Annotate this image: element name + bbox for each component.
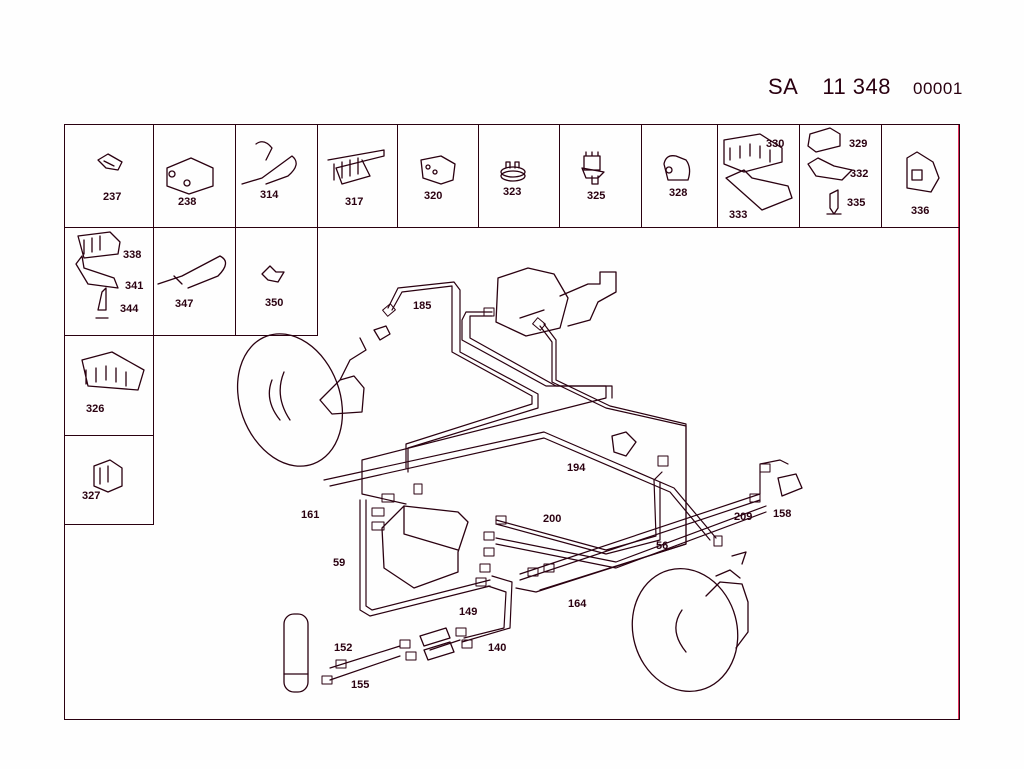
diagram-frame [64,124,960,720]
callout-149: 149 [459,606,478,618]
part-cell-350[interactable] [236,228,318,336]
part-cell-328[interactable] [642,125,718,228]
part-cell-323[interactable] [479,125,560,228]
part-cell-325[interactable] [560,125,642,228]
drawing-number: SA 11 348 00001 [768,74,963,100]
fluid-reservoir-icon [283,613,309,693]
part-label-325: 325 [587,190,606,202]
part-cell-338[interactable] [65,228,154,336]
part-label-344: 344 [120,303,139,315]
multi-line-clip-icon [327,149,385,185]
drawing-id: 11 348 [822,74,892,99]
part-label-335: 335 [847,197,866,209]
line-fittings [321,303,771,685]
part-cell-336[interactable] [882,125,959,228]
part-label-347: 347 [175,298,194,310]
rear-right-brake-disc-icon [631,567,749,693]
part-cell-326[interactable] [65,336,154,436]
twin-clip-icon [663,155,691,181]
callout-164: 164 [568,598,587,610]
callout-56: 56 [656,540,669,552]
callout-200: 200 [543,513,562,525]
small-line-holder-icon [93,459,123,493]
inline-filter-icon [419,627,455,661]
part-label-237: 237 [103,191,122,203]
part-cell-327[interactable] [65,436,154,525]
callout-161: 161 [301,509,320,521]
part-label-329: 329 [849,138,868,150]
spring-clip-icon [261,265,285,283]
brake-lines [323,281,789,681]
part-label-327: 327 [82,490,101,502]
five-line-holder-icon [81,351,145,391]
rubber-block-icon [420,155,456,185]
callout-152: 152 [334,642,353,654]
callout-194: 194 [567,462,586,474]
part-label-317: 317 [345,196,364,208]
callout-140: 140 [488,642,507,654]
callout-209: 209 [734,511,753,523]
part-cell-329[interactable] [800,125,882,228]
callout-158: 158 [773,508,792,520]
double-bushing-icon [166,157,214,195]
part-label-333: 333 [729,209,748,221]
line-holder-icon [723,133,793,211]
drawing-prefix: SA [768,74,799,99]
part-label-350: 350 [265,297,284,309]
snap-clip-icon [906,151,940,193]
clip-bracket-screw-icon [807,127,853,215]
part-cell-238[interactable] [154,125,236,228]
cable-tie-clip-icon [241,141,297,185]
part-label-328: 328 [669,187,688,199]
part-label-332: 332 [850,168,869,180]
callout-185: 185 [413,300,432,312]
push-in-clip-icon [581,151,605,185]
sensor-icon [611,431,637,457]
part-cell-330[interactable] [718,125,800,228]
hydraulic-unit-icon [381,505,469,589]
part-cell-347[interactable] [154,228,236,336]
holder-bracket-screw-icon [75,231,121,319]
part-label-326: 326 [86,403,105,415]
grommet-icon [500,161,526,182]
part-label-323: 323 [503,186,522,198]
front-left-brake-disc-icon [236,325,391,467]
part-cell-320[interactable] [398,125,479,228]
part-label-314: 314 [260,189,279,201]
callout-59: 59 [333,557,346,569]
part-label-238: 238 [178,196,197,208]
part-cell-314[interactable] [236,125,318,228]
clip-icon [731,551,747,565]
brake-booster-icon [495,267,617,337]
cable-tie-icon [157,255,227,289]
part-label-320: 320 [424,190,443,202]
part-label-338: 338 [123,249,142,261]
sheet-number: 00001 [913,79,963,98]
part-label-336: 336 [911,205,930,217]
part-cell-237[interactable] [65,125,154,228]
callout-155: 155 [351,679,370,691]
connector-158-icon [777,473,803,497]
part-cell-317[interactable] [318,125,398,228]
hose-clip-icon [97,153,123,171]
part-label-341: 341 [125,280,144,292]
